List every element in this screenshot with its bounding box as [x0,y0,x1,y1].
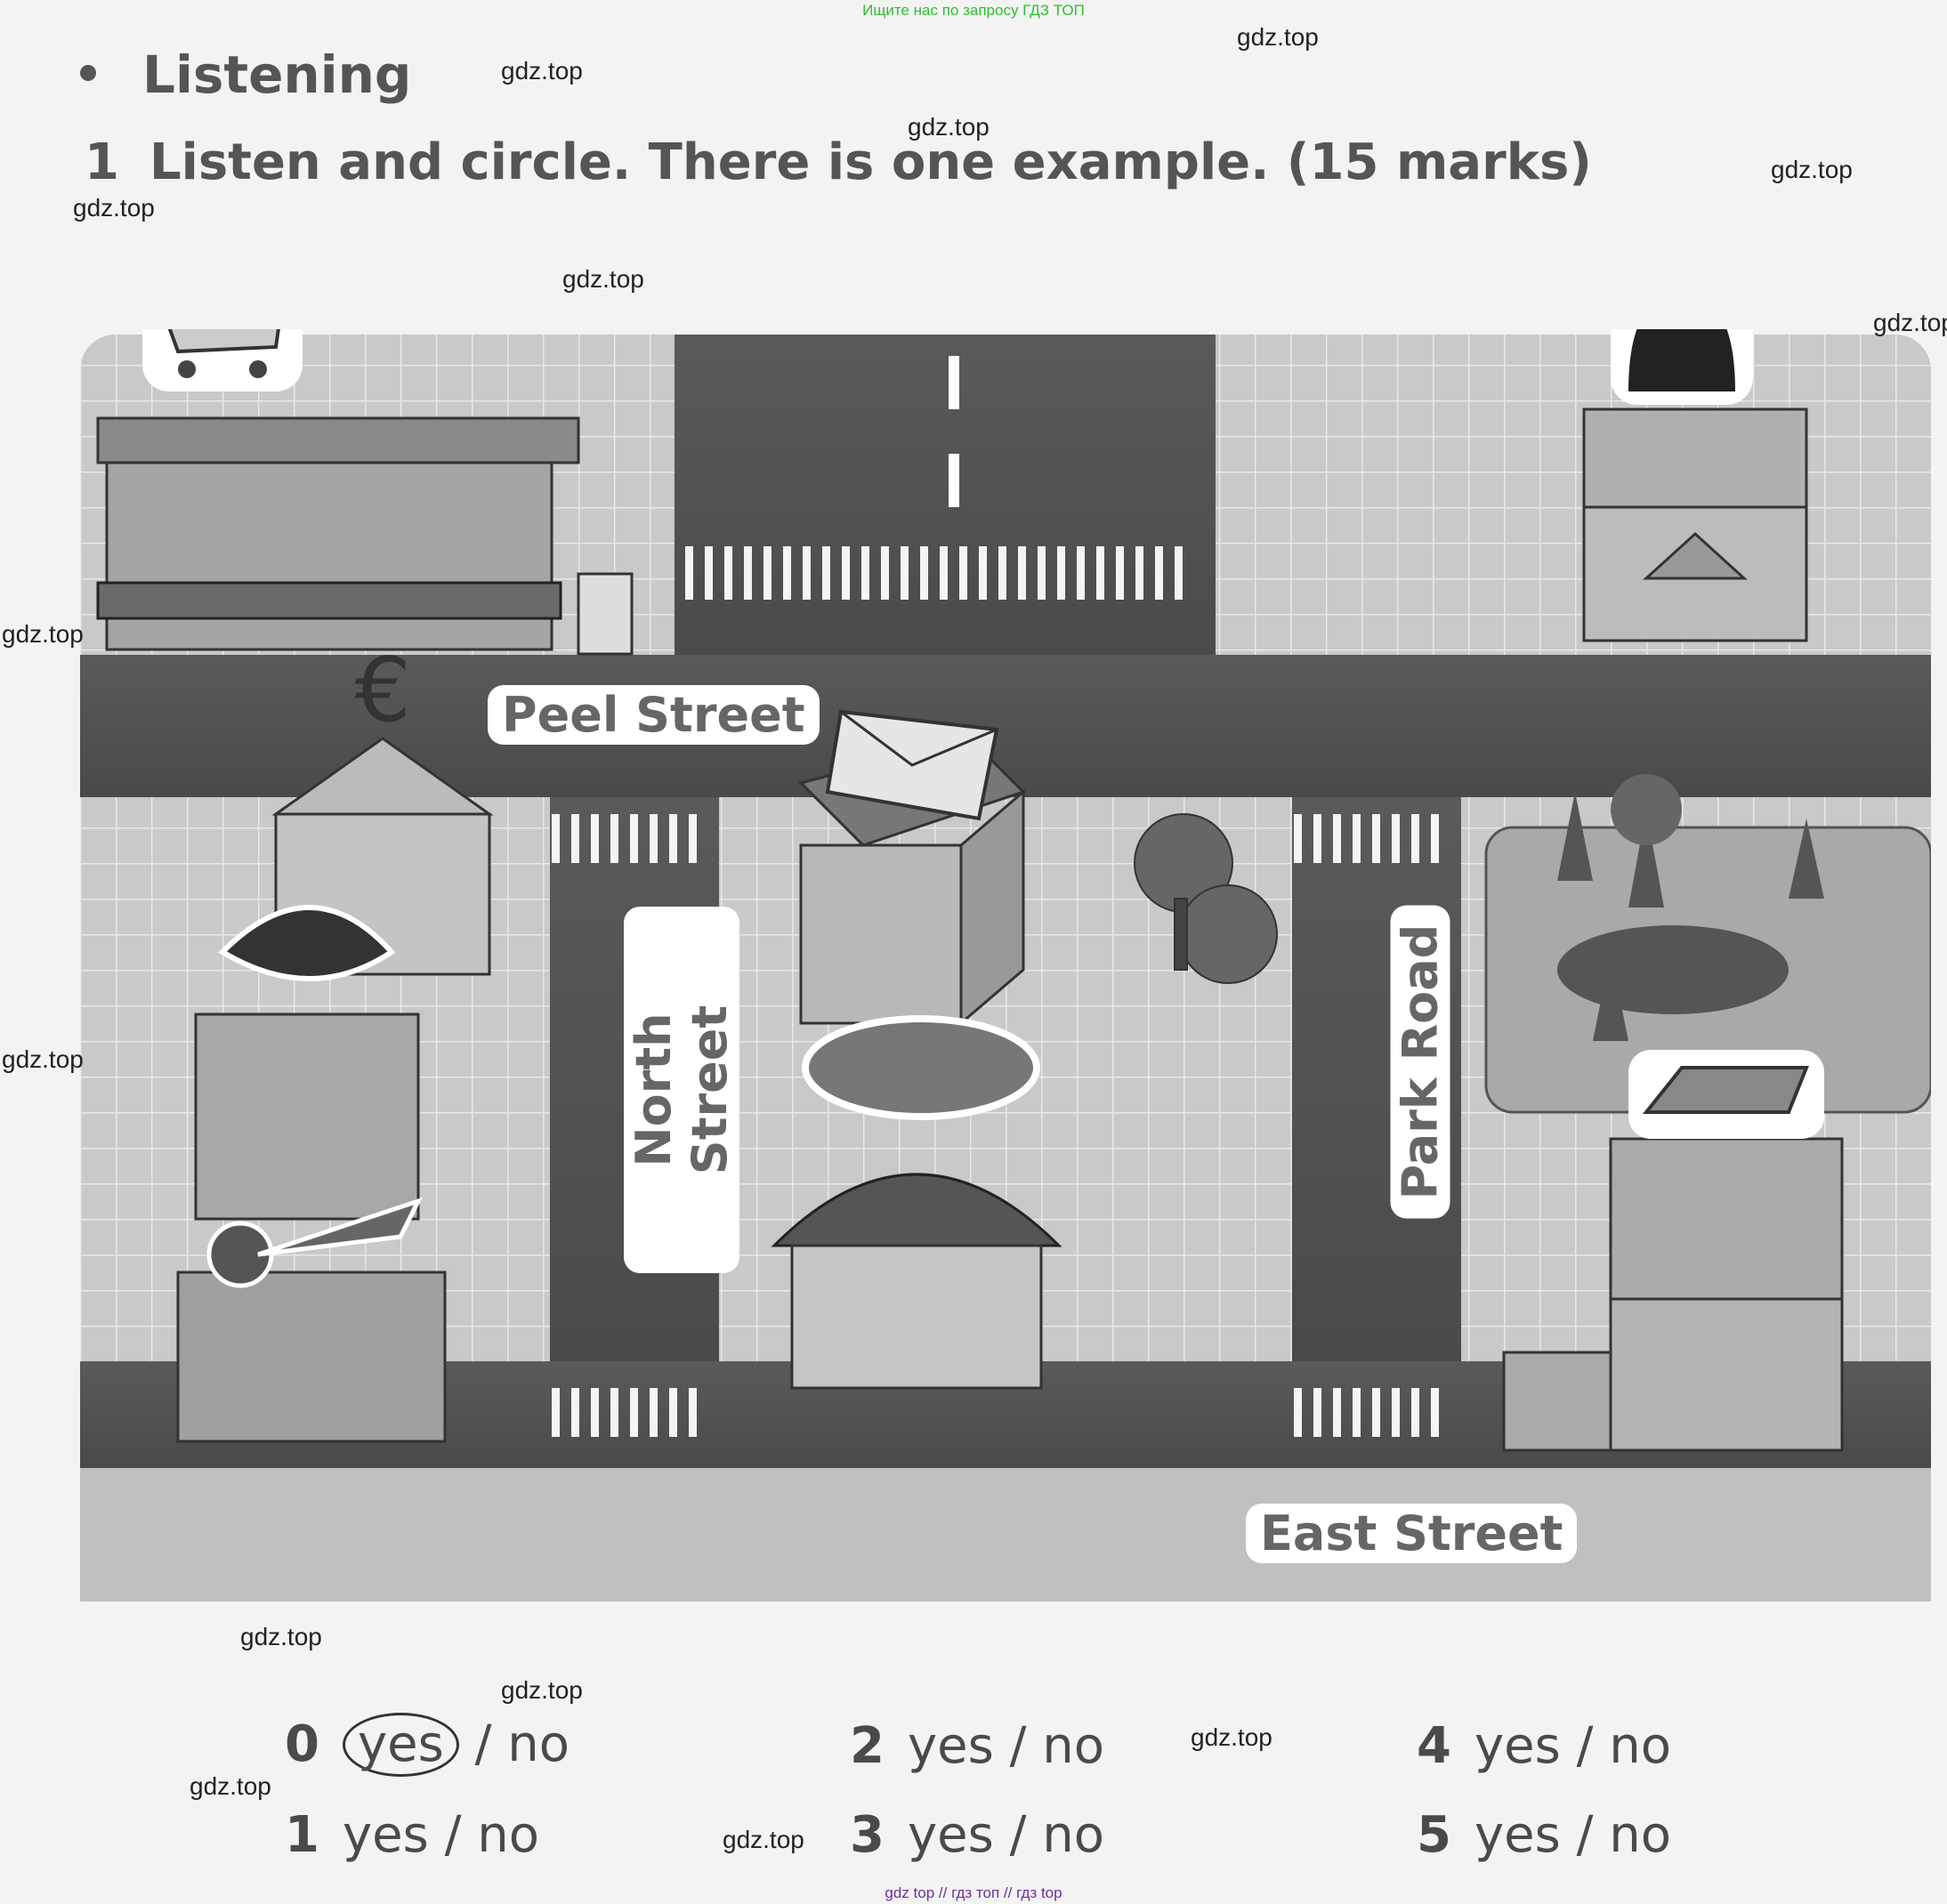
police-station-building [1582,329,1808,642]
pavement-bottom [80,1468,1931,1601]
hotel-building [1502,1050,1844,1452]
watermark: gdz.top [908,113,990,141]
police-helmet-icon [1611,329,1753,405]
bread-icon [802,1015,1040,1120]
vegetables-icon [206,1197,423,1288]
exercise-number: 1 [85,133,119,191]
envelope-icon [825,709,999,821]
bed-icon [1628,1050,1824,1139]
shopping-cart-icon [142,329,303,391]
watermark: gdz.top [2,620,84,648]
watermark: gdz.top [501,1676,583,1704]
bullet-icon [80,64,96,81]
street-label-peel: Peel Street [488,685,820,745]
answer-1-yes[interactable]: yes [342,1806,429,1864]
top-note[interactable]: Ищите нас по запросу ГДЗ ТОП [862,2,1085,19]
section-title: Listening [142,44,412,105]
exercise-text: Listen and circle. There is one example.… [149,133,1592,191]
fish-icon [218,905,396,981]
answer-5-yes[interactable]: yes [1474,1806,1561,1864]
answer-5-no[interactable]: no [1609,1806,1672,1864]
watermark: gdz.top [1237,23,1319,51]
watermark: gdz.top [1873,309,1947,336]
section-heading: Listening [80,44,411,105]
watermark: gdz.top [2,1045,84,1073]
watermark: gdz.top [1191,1723,1272,1751]
tree-icon [1134,813,1278,984]
answer-3-no[interactable]: no [1042,1806,1105,1864]
road-vertical-top [675,335,1216,673]
footer-links[interactable]: gdz top // гдз топ // гдз top [885,1884,1062,1901]
watermark: gdz.top [1771,156,1853,183]
greengrocer-building [176,1197,447,1443]
euro-icon: € [354,638,411,742]
watermark: gdz.top [240,1623,322,1650]
street-label-north: North Street [624,907,739,1273]
watermark: gdz.top [73,194,155,222]
answer-0-no[interactable]: no [507,1715,570,1773]
answer-0-yes-circled[interactable]: yes [342,1713,459,1777]
watermark: gdz.top [190,1772,271,1800]
street-label-park: Park Road [1390,905,1450,1219]
watermark: gdz.top [501,57,583,85]
street-label-east: East Street [1246,1504,1578,1563]
answer-2-yes[interactable]: yes [907,1717,994,1775]
answer-1-no[interactable]: no [477,1806,540,1864]
answer-4-yes[interactable]: yes [1474,1717,1561,1775]
watermark: gdz.top [723,1826,804,1853]
zebra-crossing [552,546,1439,1437]
post-office-building [798,709,1026,1027]
exercise-instruction: 1 Listen and circle. There is one example… [85,133,1592,191]
answer-4-no[interactable]: no [1609,1717,1672,1775]
town-map: € [80,329,1931,1601]
answer-2-no[interactable]: no [1042,1717,1105,1775]
answer-3-yes[interactable]: yes [907,1806,994,1864]
watermark: gdz.top [562,265,644,293]
fish-shop-building [194,905,420,1221]
bakery-building [771,1015,1062,1390]
supermarket-building [96,329,634,656]
